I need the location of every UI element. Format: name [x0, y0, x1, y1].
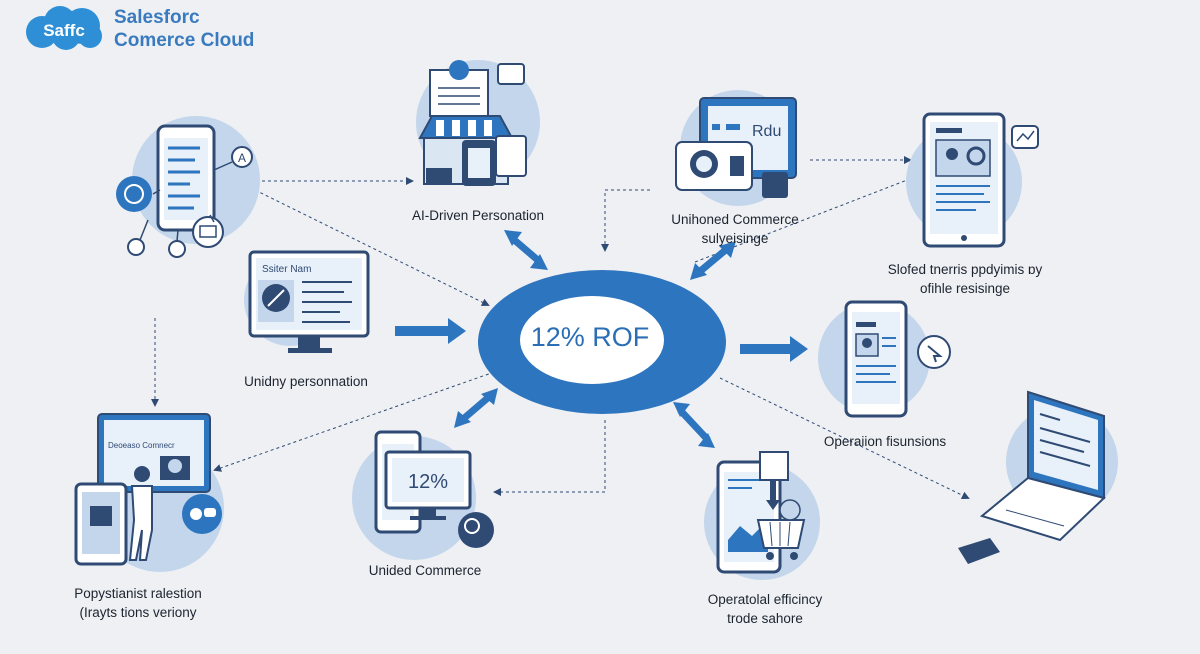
- operation-fisunsions-label: Operaiion fisunsions: [823, 434, 947, 449]
- center-roi-value: 12% ROF: [530, 322, 650, 352]
- popystianist-label: Popystianist ralestion (Irayts tions ver…: [48, 584, 228, 622]
- svg-text:A: A: [238, 151, 246, 165]
- operational-efficiency-label: Operatolal efficincy trode sahore: [680, 590, 850, 628]
- center-hub-inner: [520, 296, 664, 384]
- unified-commerce-top-line1: Unihoned Commerce: [671, 212, 799, 227]
- mobile-profile-card-illustration: [818, 300, 951, 418]
- presenter-screens-illustration: Deoeaso Comnecr: [74, 413, 224, 572]
- mobile-profile-illustration: [906, 112, 1039, 248]
- double-arrows: [459, 235, 731, 443]
- logo-text: Saffc: [43, 21, 85, 40]
- roi-monitor-illustration: 12%: [352, 430, 494, 560]
- sloted-line2: ofihle resisinge: [919, 281, 1011, 296]
- mobile-cart-illustration: [704, 451, 820, 580]
- unified-screen-text: Rdu: [752, 123, 781, 140]
- dashed-connectors: [151, 156, 970, 499]
- brand-name-line1: Salesforc: [114, 7, 200, 28]
- monitor-dashboard-illustration: Ssiter Nam: [244, 250, 370, 353]
- roi-monitor-value: 12%: [408, 471, 448, 493]
- operational-efficiency-line2: trode sahore: [727, 611, 803, 626]
- monitor-title: Ssiter Nam: [262, 264, 311, 275]
- brand-name: Salesforc Comerce Cloud: [114, 6, 254, 52]
- thick-arrows: [395, 318, 808, 362]
- sloted-label: Slofed tnerris ppdyimis ɒy ofihle resisi…: [880, 260, 1050, 298]
- unified-commerce-screens-illustration: Rdu: [675, 90, 797, 206]
- unified-commerce-top-line2: sulyeisinge: [701, 231, 769, 246]
- popystianist-line1: Popystianist ralestion: [74, 586, 202, 601]
- laptop-illustration: [958, 390, 1118, 564]
- mobile-hub-illustration: A: [116, 116, 260, 258]
- storefront-illustration: [416, 60, 540, 186]
- brand-name-line2: Comerce Cloud: [114, 30, 255, 51]
- popystianist-line2: (Irayts tions veriony: [79, 605, 197, 620]
- salesforce-cloud-logo: Saffc: [22, 4, 106, 52]
- presenter-screen-title: Deoeaso Comnecr: [108, 441, 175, 450]
- unidny-personnation-label: Unidny personnation: [244, 374, 368, 389]
- ai-personation-label: AI-Driven Personation: [411, 208, 545, 223]
- unified-commerce-top-label: Unihoned Commerce sulyeisinge: [650, 210, 820, 248]
- unided-commerce-label: Unided Commerce: [368, 563, 482, 578]
- sloted-line1: Slofed tnerris ppdyimis ɒy: [887, 262, 1043, 277]
- operational-efficiency-line1: Operatolal efficincy: [707, 592, 823, 607]
